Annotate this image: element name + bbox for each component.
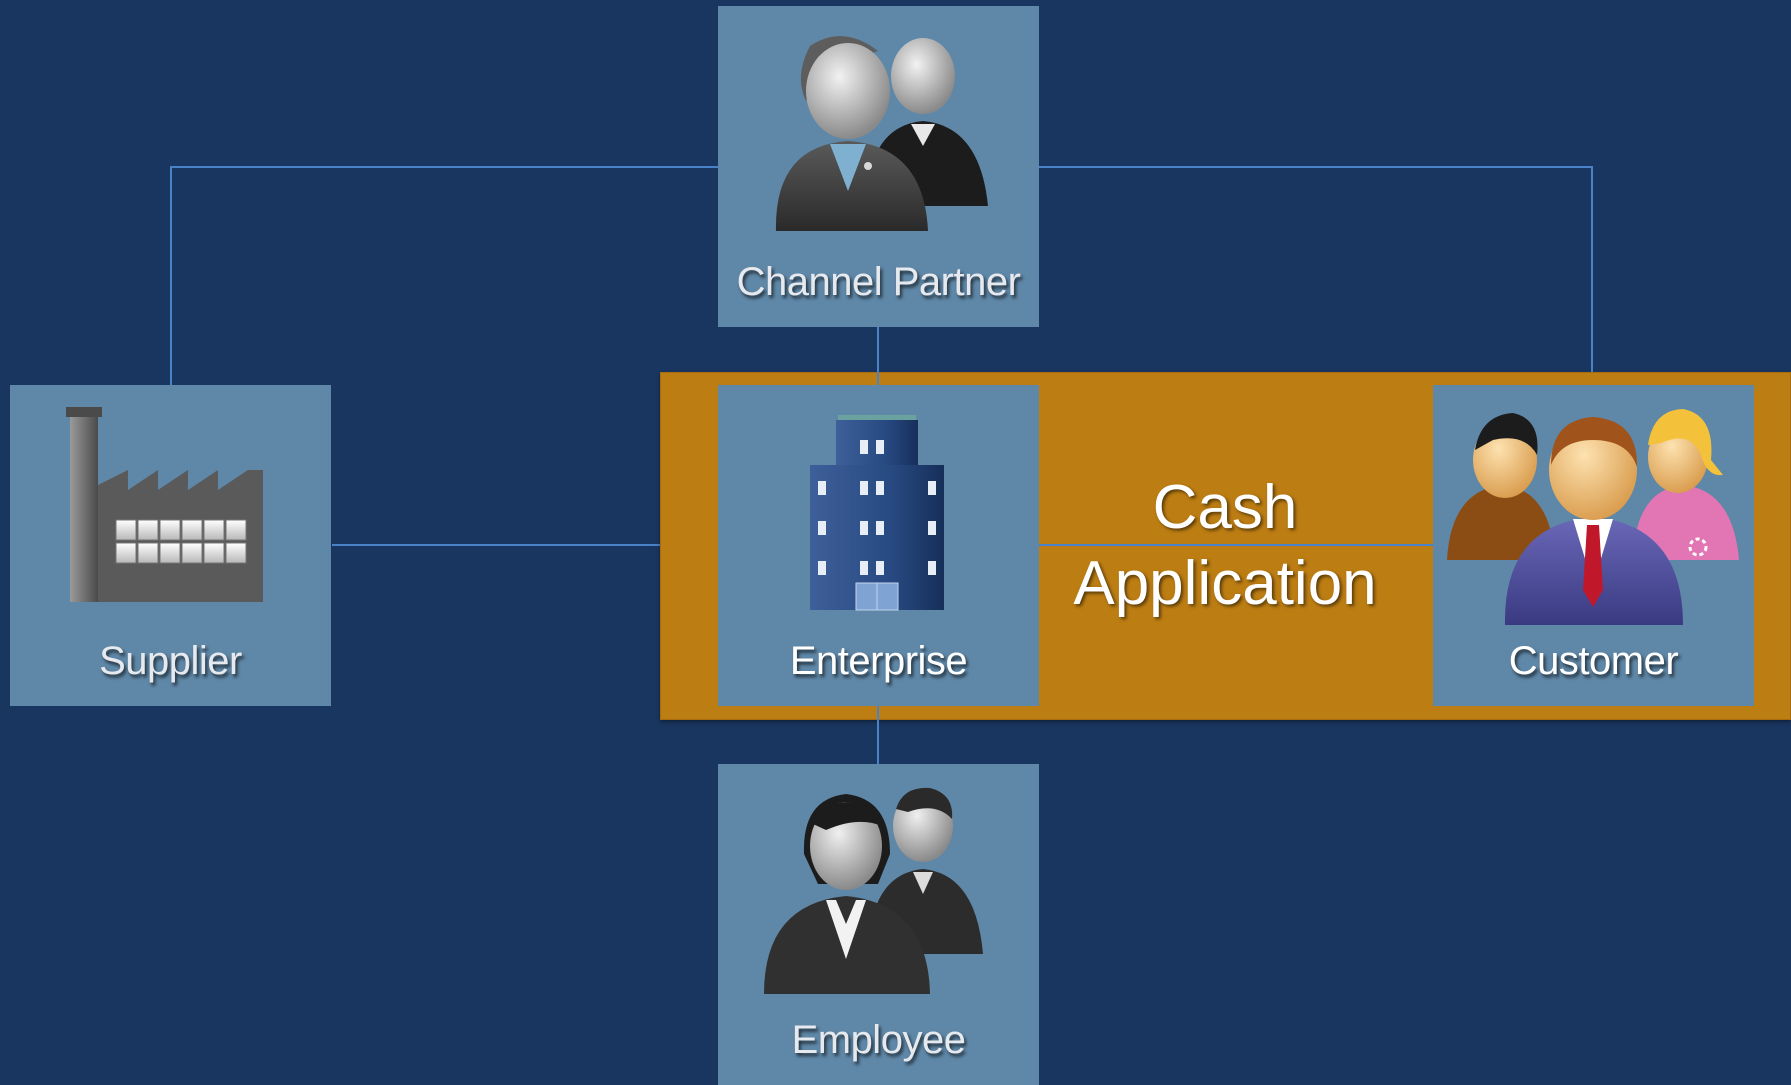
employee-label: Employee: [791, 1018, 966, 1062]
node-channel-partner[interactable]: Channel Partner: [718, 6, 1039, 327]
customer-group-icon: [1447, 409, 1739, 625]
supplier-label: Supplier: [99, 639, 242, 683]
cash-application-line1: Cash: [1152, 473, 1298, 542]
channel-partner-label: Channel Partner: [736, 260, 1021, 304]
connector-partner-supplier: [170, 166, 718, 385]
node-customer[interactable]: Customer: [1433, 385, 1754, 706]
business-partners-icon: [775, 36, 988, 231]
customer-label: Customer: [1508, 639, 1679, 683]
node-employee[interactable]: Employee: [718, 764, 1039, 1085]
office-building-icon: [810, 415, 944, 611]
enterprise-label: Enterprise: [789, 639, 968, 683]
cash-application-line2: Application: [1073, 549, 1377, 618]
employees-icon: [764, 787, 983, 994]
node-supplier[interactable]: Supplier: [10, 385, 331, 706]
cash-application-label: Cash Application: [1040, 470, 1410, 622]
connector-partner-customer: [1039, 166, 1593, 385]
factory-icon: [66, 407, 263, 602]
node-enterprise[interactable]: Enterprise: [718, 385, 1039, 706]
